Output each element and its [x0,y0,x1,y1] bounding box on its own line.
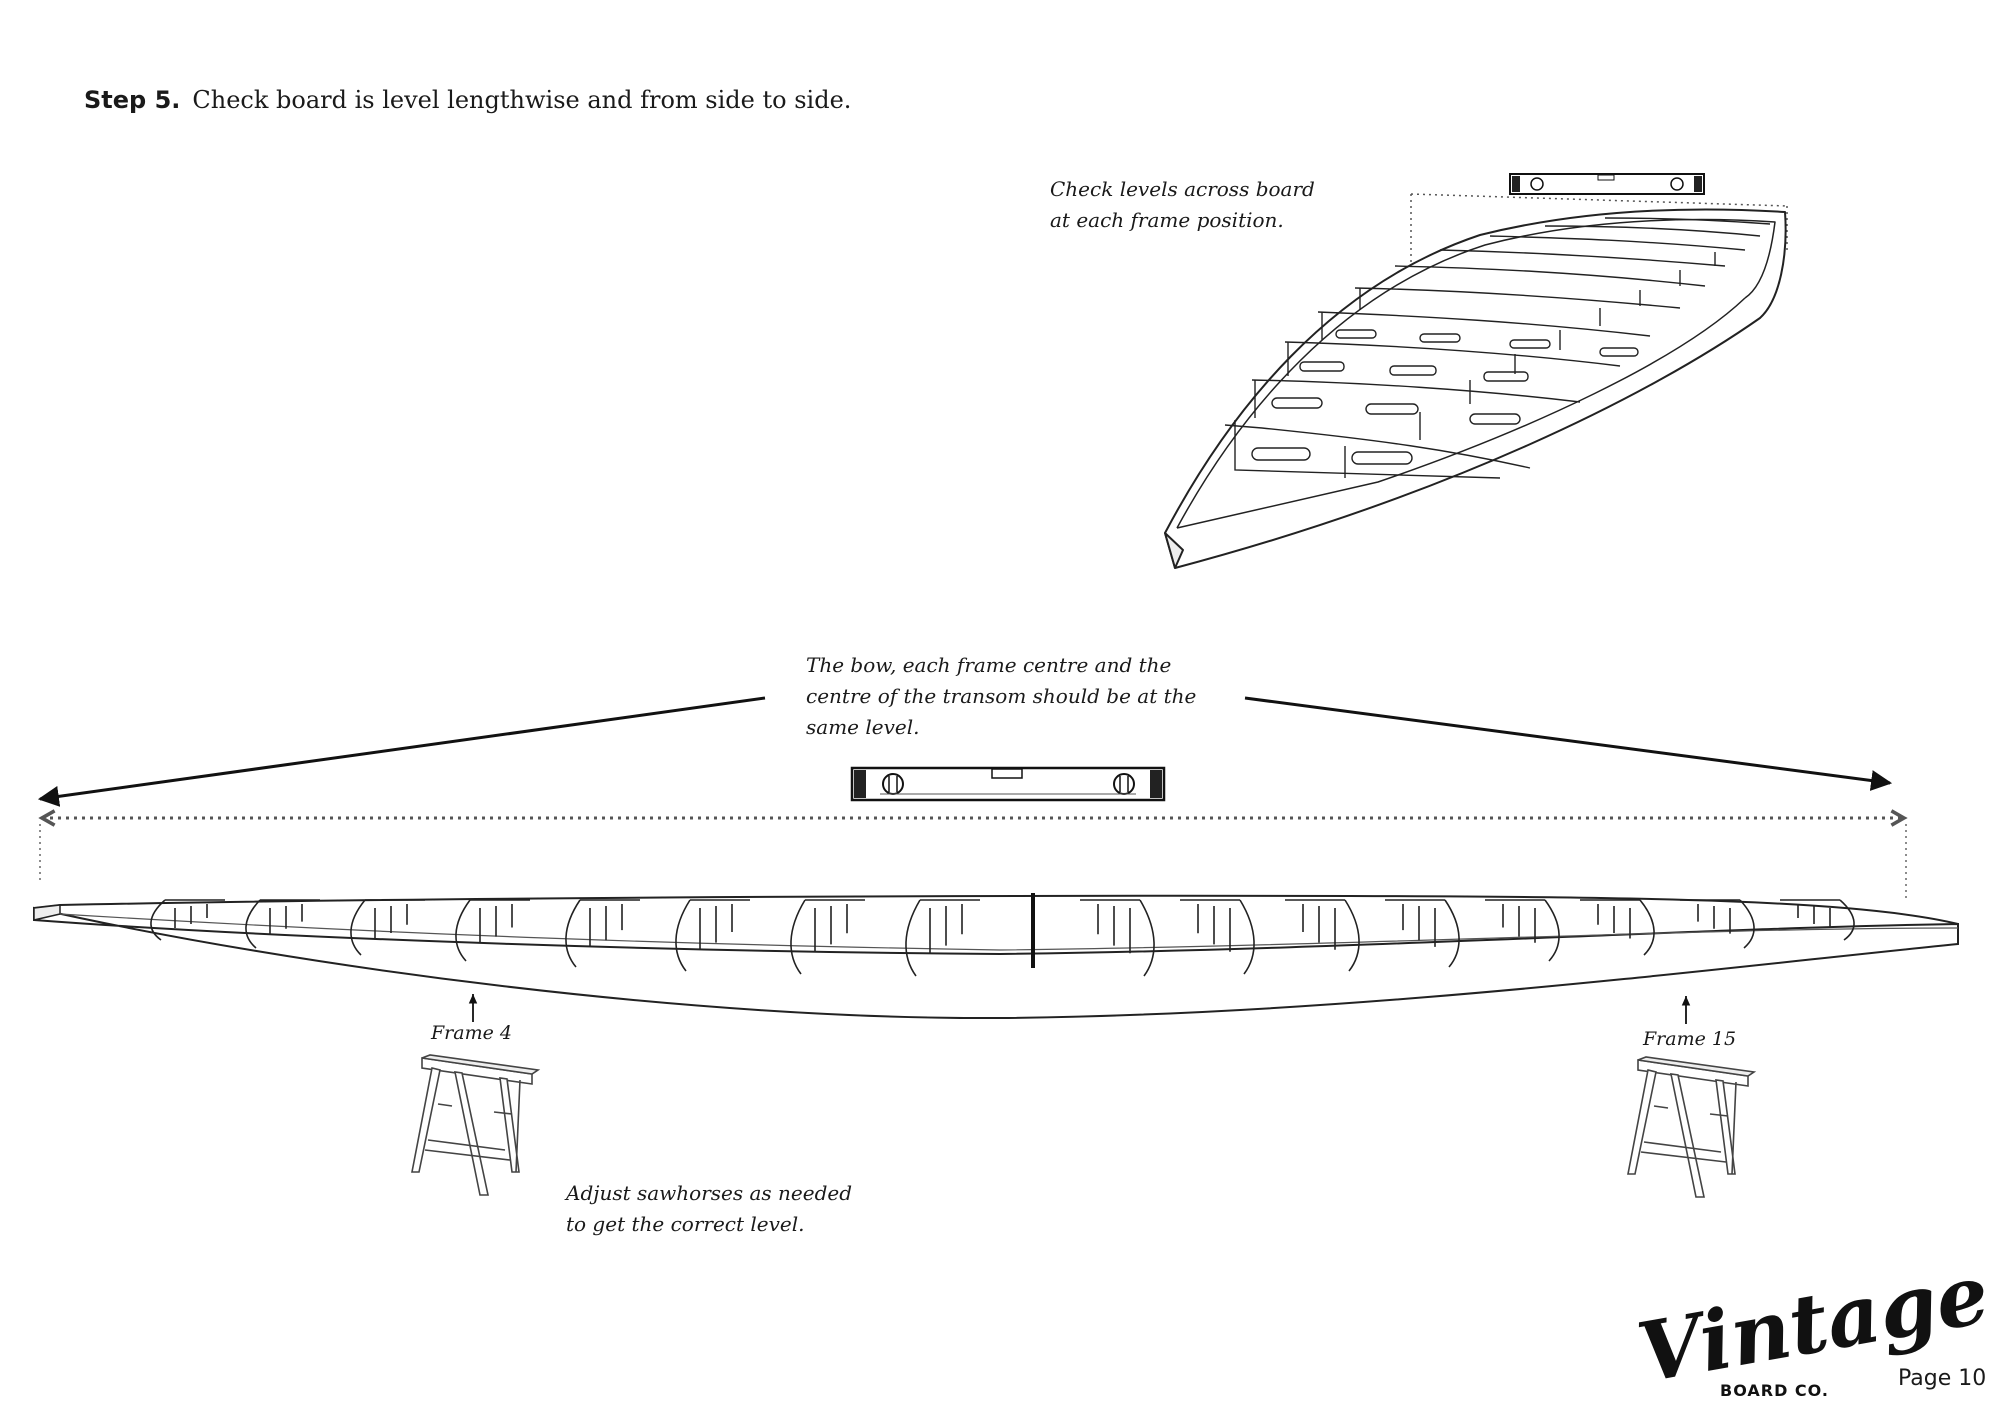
side-frame [1780,899,1855,941]
side-frame [1485,899,1560,962]
side-frame [455,899,530,962]
side-view-frames [150,899,1855,977]
left-arrow [37,696,766,807]
step-heading: Step 5. Check board is level lengthwise a… [84,86,851,114]
perspective-width-guide [1410,193,1788,280]
side-frame [905,899,980,977]
note-adjust-sawhorses: Adjust sawhorses as needed to get the co… [566,1181,853,1236]
side-frame [1680,899,1755,949]
logo-sub-text: BOARD CO. [1720,1381,1829,1400]
frame-4-label: Frame 4 [431,1022,512,1044]
spirit-level [850,766,1166,802]
frame-15-label: Frame 15 [1643,1028,1737,1050]
perspective-spirit-level [1509,173,1705,195]
note-check-across-board: Check levels across board at each frame … [1050,177,1315,232]
side-frame [150,899,225,941]
perspective-frames [1224,217,1771,479]
level-guide-drops [39,824,1907,900]
note-same-level: The bow, each frame centre and the centr… [806,653,1197,739]
side-frame [1180,899,1255,975]
side-frame [675,899,750,972]
side-frame [350,899,425,956]
side-frame [565,899,640,968]
sawhorse-right [1627,1056,1757,1198]
side-frame [1080,899,1155,977]
step-label: Step 5. [84,86,181,114]
side-frame [790,899,865,975]
step-instruction: Check board is level lengthwise and from… [192,86,852,114]
side-frame [1580,899,1655,956]
perspective-board [1164,173,1788,569]
side-view-board [33,893,1959,1020]
page-number: Page 10 [1898,1366,1987,1391]
side-frame [245,899,320,949]
right-arrow [1244,696,1893,791]
sawhorse-left [411,1054,541,1196]
side-frame [1285,899,1360,972]
side-frame [1385,899,1460,968]
level-arrows [37,696,1893,807]
